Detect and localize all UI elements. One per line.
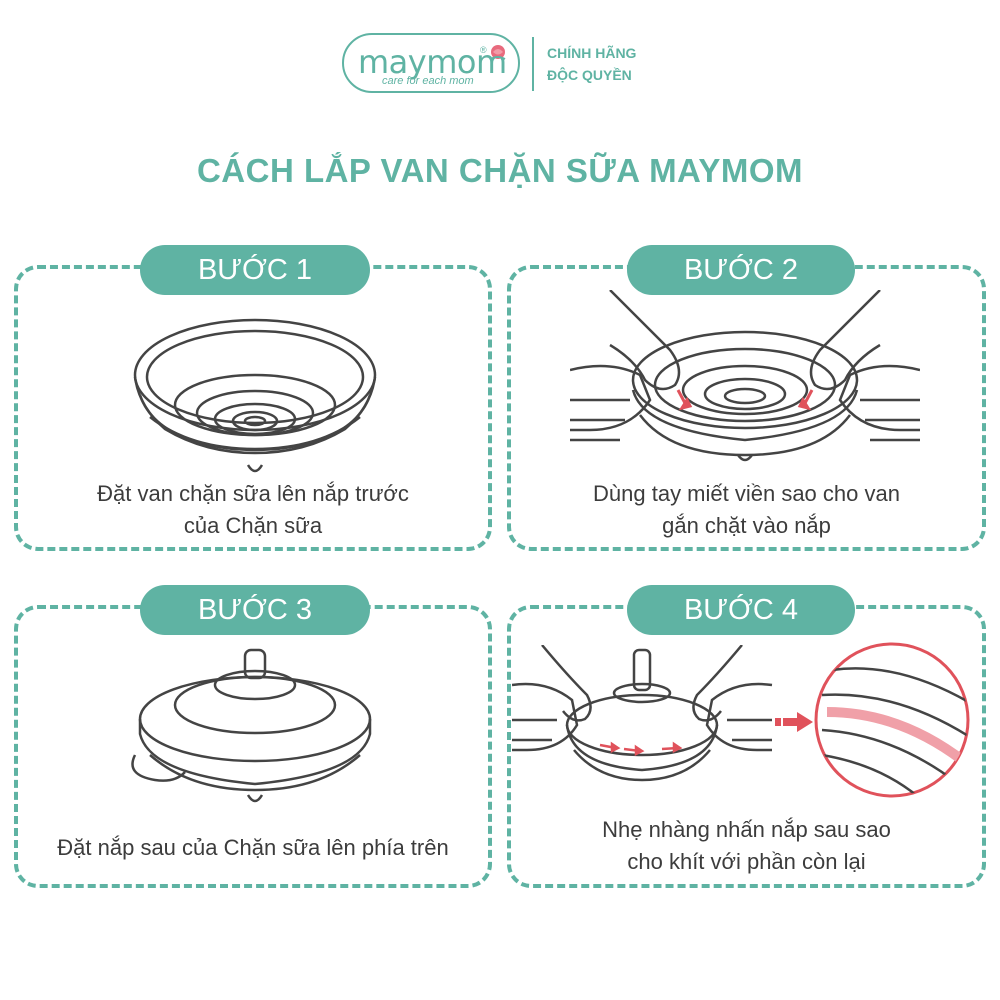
logo-tagline: care for each mom <box>382 75 474 87</box>
hands-press-rim-illustration <box>570 290 920 462</box>
step-3-caption: Đặt nắp sau của Chặn sữa lên phía trên <box>14 832 492 864</box>
step-4-label: BƯỚC 4 <box>627 585 855 635</box>
logo-divider <box>532 37 534 91</box>
arrow-right-icon <box>775 712 813 732</box>
step-2-caption-line2: gắn chặt vào nắp <box>662 513 831 538</box>
step-3-caption-line1: Đặt nắp sau của Chặn sữa lên phía trên <box>57 835 449 860</box>
step-1-caption-line1: Đặt van chặn sữa lên nắp trước <box>97 481 409 506</box>
step-4-caption-line1: Nhẹ nhàng nhấn nắp sau sao <box>602 817 891 842</box>
zoom-detail-icon <box>814 642 970 798</box>
valve-on-cup-illustration <box>133 318 377 473</box>
step-2-caption: Dùng tay miết viền sao cho van gắn chặt … <box>507 478 986 542</box>
back-cover-on-top-illustration <box>131 648 372 803</box>
step-4-caption-line2: cho khít với phần còn lại <box>627 849 866 874</box>
press-back-cover-illustration <box>512 645 773 782</box>
exclusive-label: ĐỘC QUYỀN <box>547 67 632 83</box>
step-4-caption: Nhẹ nhàng nhấn nắp sau sao cho khít với … <box>507 814 986 878</box>
step-1-caption-line2: của Chặn sữa <box>183 513 323 538</box>
step-1-caption: Đặt van chặn sữa lên nắp trước của Chặn … <box>14 478 492 542</box>
authentic-label: CHÍNH HÃNG <box>547 45 637 61</box>
logo-badge: maymom ® care for each mom <box>342 33 520 93</box>
step-2-caption-line1: Dùng tay miết viền sao cho van <box>593 481 900 506</box>
step-3-label: BƯỚC 3 <box>140 585 370 635</box>
logo-registered: ® <box>480 45 487 55</box>
brand-logo: maymom ® care for each mom CHÍNH HÃNG ĐỘ… <box>342 33 662 95</box>
logo-name: maymom <box>358 43 507 81</box>
page-title: CÁCH LẮP VAN CHẶN SỮA MAYMOM <box>196 152 804 189</box>
rose-icon <box>490 45 506 60</box>
step-2-label: BƯỚC 2 <box>627 245 855 295</box>
step-1-label: BƯỚC 1 <box>140 245 370 295</box>
